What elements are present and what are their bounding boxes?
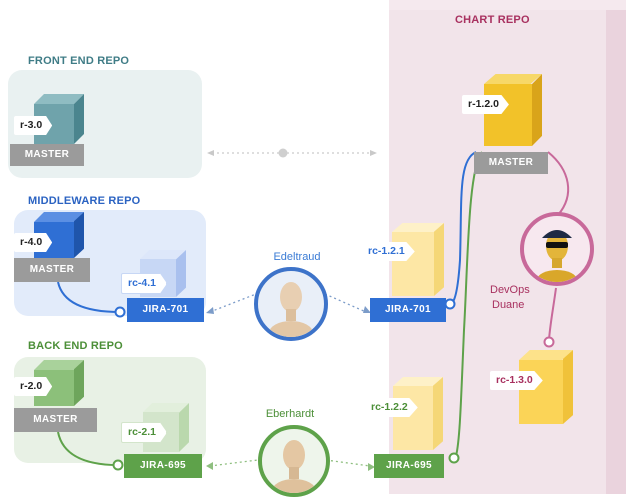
- chart-rc-back-cube-top: [393, 377, 443, 386]
- mannequin-icon: [272, 440, 316, 493]
- mannequin-cap-icon: [537, 230, 577, 282]
- middleware-rc-cube-top: [140, 250, 186, 259]
- back-branch-line: [57, 431, 119, 466]
- chart-jira-701-branch[interactable]: JIRA-701: [370, 298, 446, 322]
- back-right-dotted: [325, 459, 371, 467]
- edeltraud-avatar[interactable]: [254, 267, 328, 341]
- middleware-cube-side: [74, 212, 84, 258]
- chart-rc-devops-tag: rc-1.3.0: [490, 371, 543, 390]
- chart-tag: r-1.2.0: [462, 95, 509, 114]
- middleware-branch-line: [57, 281, 121, 313]
- right-arrow-icon: [370, 150, 377, 156]
- chart-repo-title: CHART REPO: [455, 14, 530, 26]
- chart-master-cube-top: [484, 74, 542, 84]
- chart-rc-middle-tag: rc-1.2.1: [362, 242, 415, 261]
- middleware-master-bar: MASTER: [14, 258, 90, 282]
- middleware-tag: r-4.0: [14, 233, 53, 252]
- middleware-rc-cube-side: [176, 250, 186, 297]
- middleware-jira-branch[interactable]: JIRA-701: [127, 298, 204, 322]
- chart-rc-back-cube-side: [433, 377, 443, 450]
- mannequin-icon: [269, 282, 313, 337]
- chart-rc-devops-cube-side: [563, 350, 573, 424]
- chart-rc-back-cube: [393, 386, 433, 450]
- chart-repo-panel-top: [389, 0, 626, 10]
- devops-avatar[interactable]: [520, 212, 594, 286]
- left-arrow-icon: [207, 150, 214, 156]
- chart-master-bar: MASTER: [474, 152, 548, 174]
- chart-rc-middle-cube-top: [392, 223, 444, 232]
- back-end-rc-tag: rc-2.1: [121, 422, 168, 443]
- middleware-right-dotted: [324, 293, 367, 313]
- edeltraud-name: Edeltraud: [273, 251, 321, 263]
- middleware-right-arrow-icon: [363, 306, 371, 313]
- middleware-cube-top: [34, 212, 84, 222]
- chart-jira-695-branch[interactable]: JIRA-695: [374, 454, 444, 478]
- back-end-repo-title: BACK END REPO: [28, 340, 123, 352]
- chart-devops-line: [547, 151, 570, 216]
- middleware-left-arrow-icon: [206, 307, 214, 314]
- back-left-dotted: [209, 459, 259, 467]
- center-dot: [278, 148, 288, 158]
- chart-rc-devops-cube: [519, 360, 563, 424]
- chart-rc-middle-cube: [392, 232, 434, 296]
- chart-master-cube: [484, 84, 532, 146]
- front-end-repo-title: FRONT END REPO: [28, 55, 130, 67]
- back-end-cube-top: [34, 360, 84, 370]
- front-end-cube-side: [74, 94, 84, 144]
- back-end-jira-branch[interactable]: JIRA-695: [124, 454, 202, 478]
- back-end-rc-cube-side: [179, 403, 189, 452]
- front-end-cube-top: [34, 94, 84, 104]
- chart-green-line: [455, 151, 483, 457]
- back-end-tag: r-2.0: [14, 377, 53, 396]
- back-right-arrow-icon: [368, 463, 375, 471]
- front-end-master-bar: MASTER: [10, 144, 84, 166]
- middleware-repo-title: MIDDLEWARE REPO: [28, 195, 141, 207]
- eberhardt-name: Eberhardt: [265, 408, 315, 420]
- eberhardt-avatar[interactable]: [258, 425, 330, 497]
- chart-master-cube-side: [532, 74, 542, 146]
- back-left-arrow-icon: [206, 462, 213, 470]
- back-end-rc-cube-top: [143, 403, 189, 412]
- front-end-tag: r-3.0: [14, 116, 53, 135]
- chart-rc-back-tag: rc-1.2.2: [365, 398, 418, 417]
- back-end-master-bar: MASTER: [14, 408, 97, 432]
- chart-repo-panel-depth: [606, 10, 626, 494]
- middleware-rc-tag: rc-4.1: [121, 273, 168, 294]
- chart-devops-line-lower: [548, 287, 557, 341]
- devops-name-line2: Duane: [492, 299, 525, 311]
- chart-rc-devops-cube-top: [519, 350, 573, 360]
- back-end-cube-side: [74, 360, 84, 406]
- chart-blue-line: [451, 151, 477, 304]
- chart-rc-middle-cube-side: [434, 223, 444, 296]
- devops-name-line1: DevOps: [490, 284, 530, 296]
- middleware-left-dotted: [209, 293, 257, 313]
